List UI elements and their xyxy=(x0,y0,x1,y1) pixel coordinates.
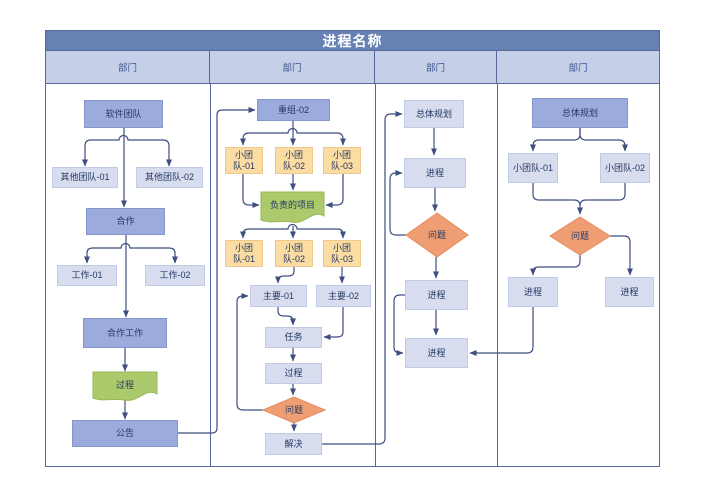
node-small-team-r1-01: 小团队-01 xyxy=(225,147,263,174)
node-solve: 解决 xyxy=(265,433,322,455)
node-main-02: 主要-02 xyxy=(316,285,371,307)
node-work-02: 工作-02 xyxy=(145,265,205,286)
lane-divider-1 xyxy=(210,84,211,467)
lane-header-3: 部门 xyxy=(375,51,497,84)
node-overall-planning-lane3: 总体规划 xyxy=(404,100,464,128)
node-responsible-project-label: 负责的项目 xyxy=(269,199,315,210)
node-task: 任务 xyxy=(265,327,322,348)
node-progress-1: 进程 xyxy=(404,158,466,188)
node-progress-3: 进程 xyxy=(405,338,468,368)
node-overall-planning-lane4: 总体规划 xyxy=(532,98,628,128)
lane-header-1: 部门 xyxy=(45,51,210,84)
node-small-team-r1-02: 小团队-02 xyxy=(275,147,313,174)
node-small-team-r1-03: 小团队-03 xyxy=(323,147,361,174)
node-small-team-02-lane4: 小团队-02 xyxy=(600,153,650,183)
lane-header-4: 部门 xyxy=(497,51,660,84)
node-small-team-r2-01: 小团队-01 xyxy=(225,240,263,267)
lane-divider-2 xyxy=(375,84,376,467)
node-process: 过程 xyxy=(265,363,322,384)
node-small-team-01-lane4: 小团队-01 xyxy=(508,153,558,183)
node-problem-lane3-label: 问题 xyxy=(427,229,446,240)
node-small-team-r2-02: 小团队-02 xyxy=(275,240,313,267)
node-other-team-02: 其他团队-02 xyxy=(136,167,203,188)
node-process-doc-label: 过程 xyxy=(115,379,134,390)
node-problem-lane2-label: 问题 xyxy=(284,404,303,415)
node-problem-lane4-label: 问题 xyxy=(570,230,589,241)
node-other-team-01: 其他团队-01 xyxy=(52,167,118,188)
node-cooperation: 合作 xyxy=(86,208,165,235)
node-work-01: 工作-01 xyxy=(57,265,117,286)
node-reorg-02: 重组-02 xyxy=(257,99,330,121)
node-announcement: 公告 xyxy=(72,420,178,447)
lane-header-2: 部门 xyxy=(210,51,375,84)
lane-divider-3 xyxy=(497,84,498,467)
node-main-01: 主要-01 xyxy=(250,285,307,307)
diagram-title: 进程名称 xyxy=(45,30,660,51)
node-progress-2: 进程 xyxy=(405,280,468,310)
node-small-team-r2-03: 小团队-03 xyxy=(323,240,361,267)
lane-header-row: 部门 部门 部门 部门 xyxy=(45,51,660,84)
node-progress-left-lane4: 进程 xyxy=(508,277,558,307)
node-software-team: 软件团队 xyxy=(84,100,163,128)
node-cooperation-work: 合作工作 xyxy=(83,318,167,348)
node-progress-right-lane4: 进程 xyxy=(605,277,654,307)
